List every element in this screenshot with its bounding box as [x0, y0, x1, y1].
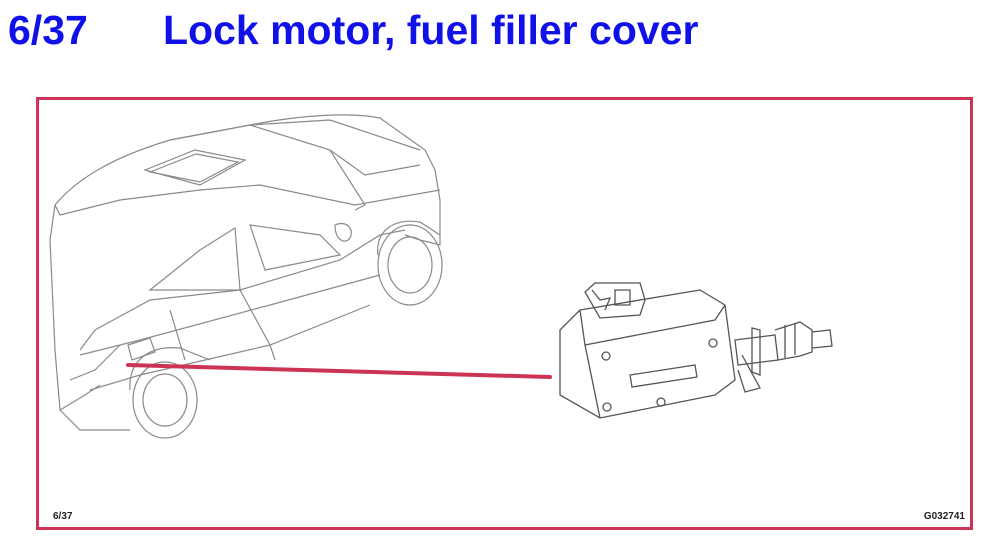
- figure-ref-right: G032741: [923, 511, 965, 522]
- car-illustration: [49, 114, 443, 439]
- lock-motor-illustration: [559, 282, 833, 419]
- page-title: Lock motor, fuel filler cover: [163, 7, 699, 53]
- leader-line: [126, 363, 552, 379]
- figure-ref-left: 6/37: [53, 511, 73, 522]
- figure-frame: [36, 97, 973, 530]
- page-number: 6/37: [8, 7, 88, 53]
